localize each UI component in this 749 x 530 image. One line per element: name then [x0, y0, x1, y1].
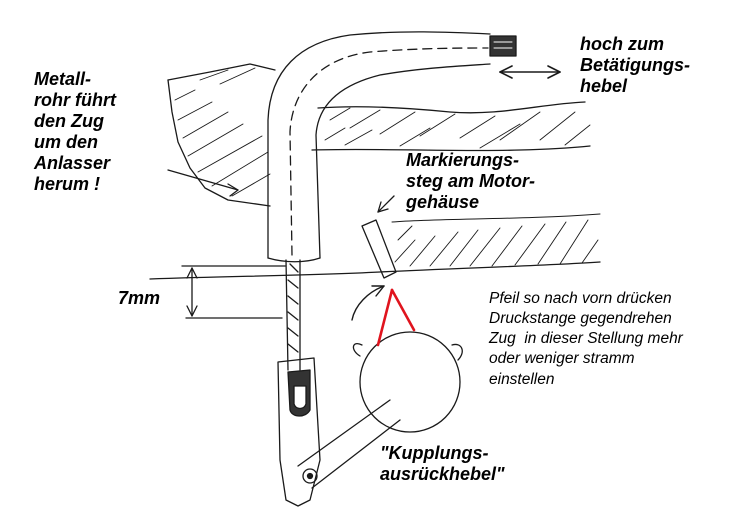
clevis-fork: [277, 357, 321, 507]
tube-cable-end: [489, 35, 517, 57]
lever-hub: [352, 331, 463, 433]
up-to-lever-label: hoch zum Betätigungs- hebel: [580, 34, 690, 97]
red-position-marker: [376, 288, 416, 347]
dimension-7mm: [181, 265, 286, 319]
push-arrow: [351, 285, 385, 321]
cable-rod: [285, 259, 301, 371]
dimension-label: 7mm: [118, 288, 161, 308]
release-lever-arm: [297, 399, 401, 489]
marking-ridge: [361, 219, 397, 279]
instruction-text: Pfeil so nach vorn drücken Druckstange g…: [489, 290, 683, 388]
release-lever-label: "Kupplungs- ausrückhebel": [380, 443, 505, 485]
marking-ridge-label: Markierungs- steg am Motor- gehäuse: [406, 150, 536, 213]
upper-housing-outline: [167, 63, 591, 207]
metal-tube: [267, 31, 491, 263]
metal-tube-label: Metall- rohr führt den Zug um den Anlass…: [34, 69, 116, 195]
marking-label-arrow: [377, 195, 395, 213]
engine-housing: [149, 213, 601, 280]
tube-label-arrow: [167, 169, 239, 197]
housing-hatching: [174, 67, 591, 197]
pull-direction-arrow: [499, 65, 561, 79]
